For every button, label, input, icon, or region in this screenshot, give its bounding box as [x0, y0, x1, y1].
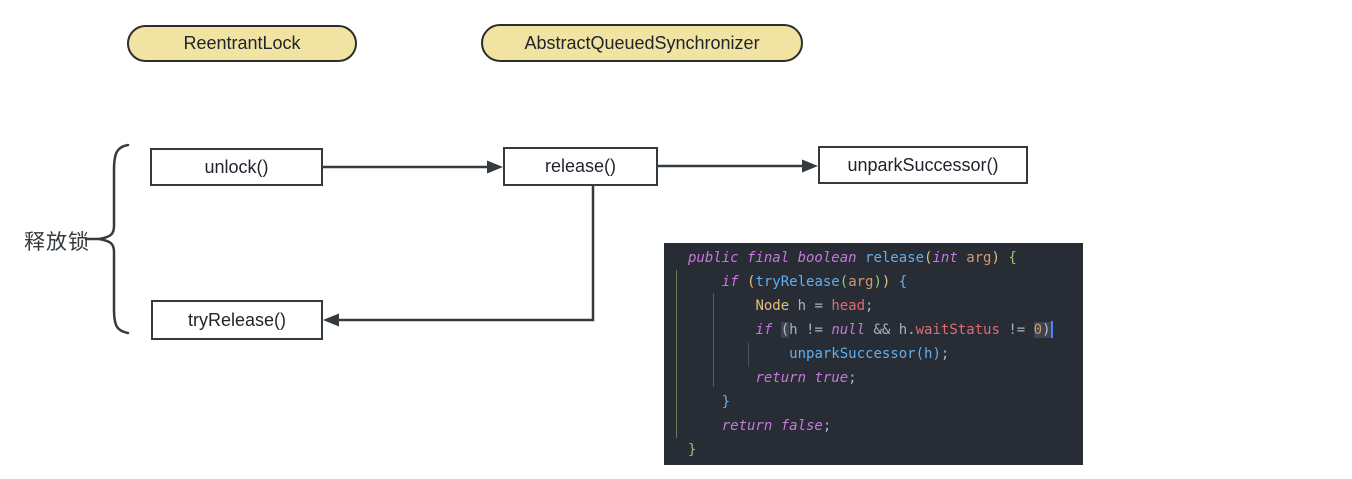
flow-node-unparksuccessor: unparkSuccessor() [818, 146, 1028, 184]
indent-guide [676, 270, 677, 438]
code-lines: public final boolean release(int arg) { … [664, 246, 1083, 462]
text-cursor [1050, 321, 1053, 338]
code-line: } [688, 442, 697, 458]
class-pill-abstractqueuedsynchronizer: AbstractQueuedSynchronizer [481, 24, 803, 62]
arrowhead-icon [323, 313, 339, 327]
flow-node-label: unlock() [204, 156, 269, 177]
arrow-release-to-tryrelease [323, 186, 595, 327]
flow-node-label: release() [544, 156, 617, 176]
class-pill-reentrantlock: ReentrantLock [127, 25, 357, 62]
code-line: if (tryRelease(arg)) { [721, 274, 908, 290]
flow-node-label: unparkSuccessor() [847, 154, 999, 175]
arrow-unlock-to-release [323, 160, 503, 174]
indent-guide [748, 343, 749, 367]
flow-node-tryrelease: tryRelease() [151, 300, 323, 340]
arrowhead-icon [802, 159, 818, 173]
indent-guide [713, 293, 714, 387]
code-line: Node h = head; [755, 298, 874, 314]
flow-node-release: release() [503, 147, 658, 186]
arrowhead-icon [487, 160, 503, 174]
code-line: } [721, 394, 731, 410]
code-line: return false; [721, 418, 832, 434]
class-pill-label: AbstractQueuedSynchronizer [524, 32, 760, 53]
curly-brace-icon [84, 143, 130, 335]
code-line: return true; [755, 370, 857, 386]
arrow-release-to-unparksuccessor [658, 159, 818, 173]
code-line: if (h != null && h.waitStatus != 0) [755, 321, 1053, 338]
code-editor: public final boolean release(int arg) { … [664, 243, 1083, 465]
code-line: unparkSuccessor(h); [789, 346, 950, 362]
code-line: public final boolean release(int arg) { [688, 250, 1017, 266]
flow-node-unlock: unlock() [150, 148, 323, 186]
flow-node-label: tryRelease() [187, 309, 287, 330]
group-label-release-lock: 释放锁 [24, 231, 90, 254]
class-pill-label: ReentrantLock [183, 33, 301, 53]
